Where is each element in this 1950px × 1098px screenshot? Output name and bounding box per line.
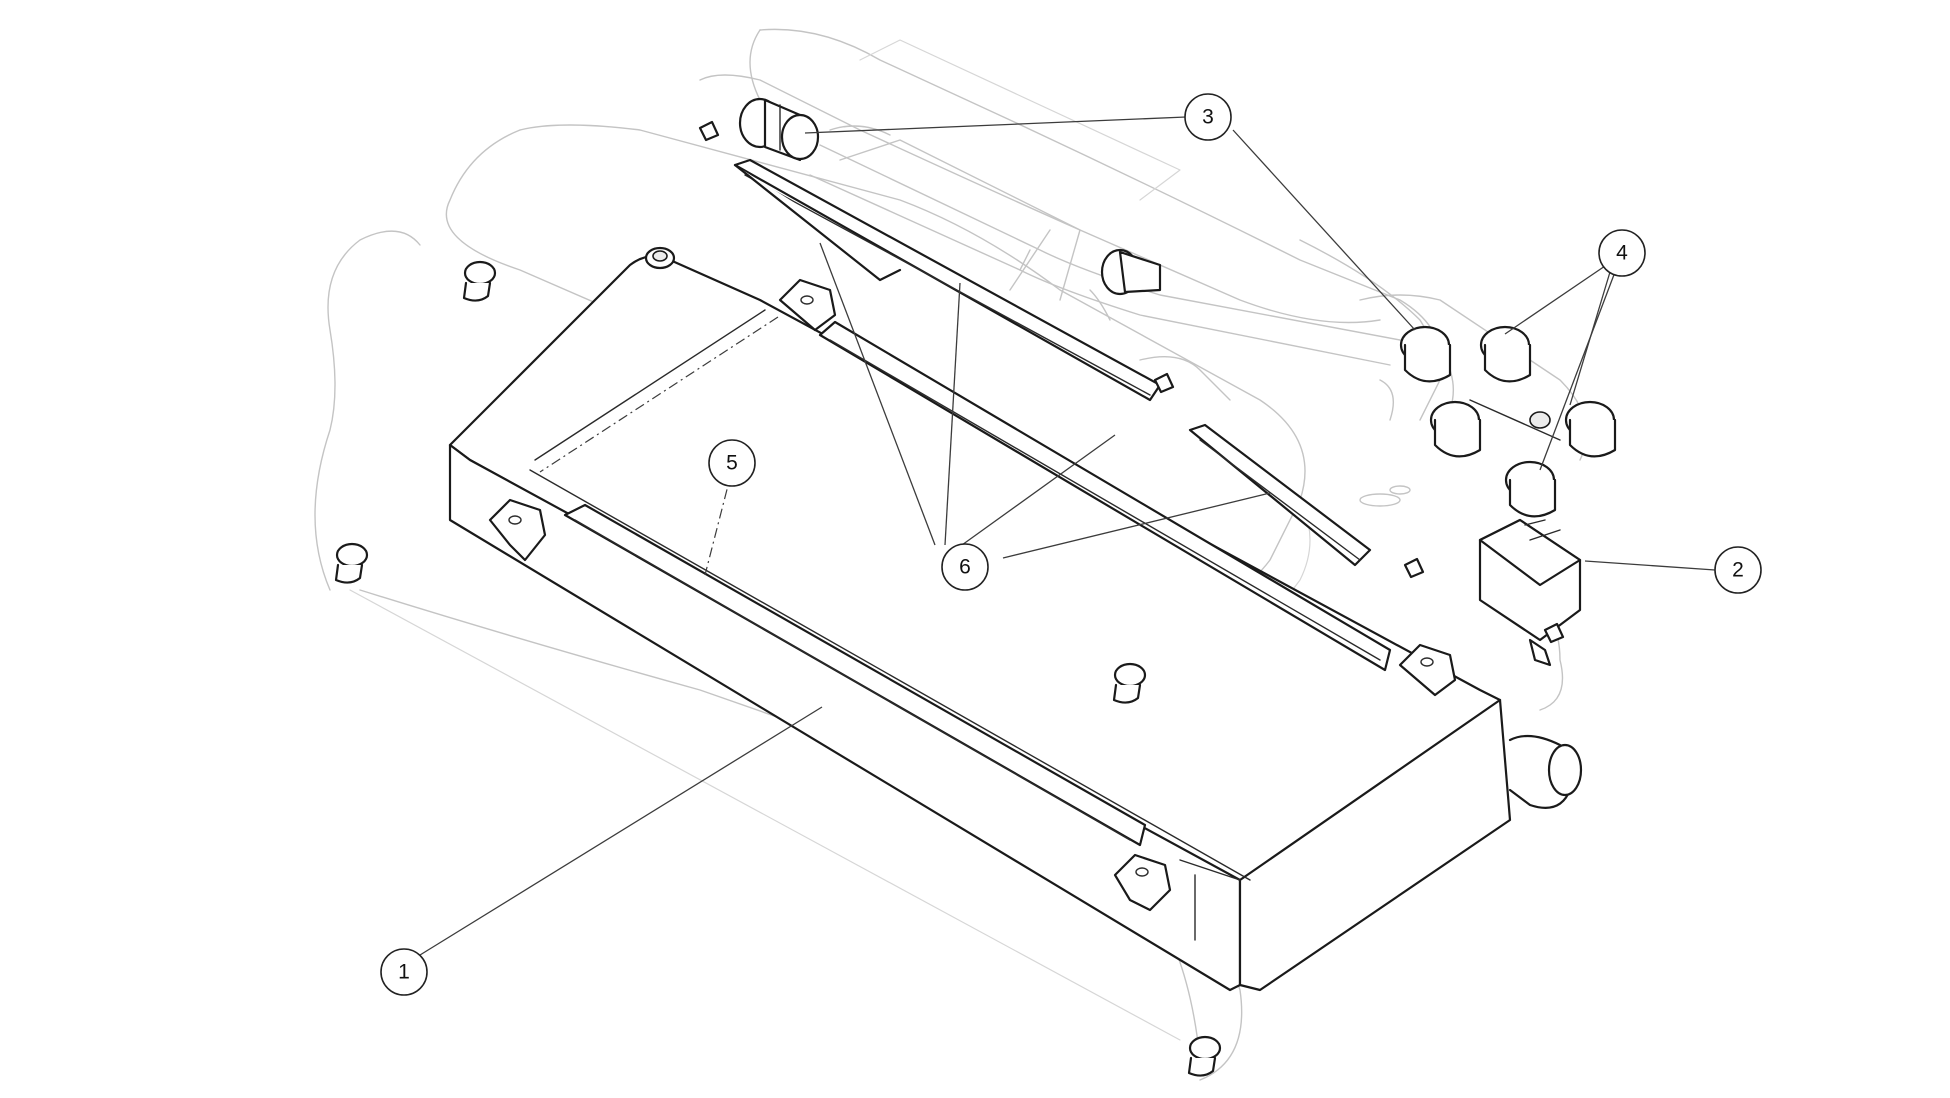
callout-6: 6 xyxy=(941,543,989,591)
leader-lines xyxy=(419,116,1716,956)
callout-3: 3 xyxy=(1184,93,1232,141)
callout-4-label: 4 xyxy=(1616,242,1628,265)
callout-5: 5 xyxy=(708,439,756,487)
callout-2-label: 2 xyxy=(1732,559,1744,582)
callout-2: 2 xyxy=(1714,546,1762,594)
callout-1: 1 xyxy=(380,948,428,996)
callout-4: 4 xyxy=(1598,229,1646,277)
part-5-gasket-strip xyxy=(563,503,1147,847)
part-4-valve-assembly xyxy=(1359,294,1617,518)
callout-5-label: 5 xyxy=(726,452,738,475)
callout-6-label: 6 xyxy=(959,556,971,579)
grommet-a xyxy=(462,260,497,302)
grommet-c xyxy=(1112,662,1147,704)
part-6-seal-strips xyxy=(733,158,1392,672)
callout-1-label: 1 xyxy=(398,961,410,984)
grommet-b xyxy=(334,542,369,584)
part-3-fitting xyxy=(738,97,1162,296)
part-2-pump xyxy=(1478,518,1582,667)
callout-3-label: 3 xyxy=(1202,106,1214,129)
ghost-pipe xyxy=(809,125,1401,366)
fastener-grommets xyxy=(334,120,1565,1077)
grommet-d xyxy=(1187,1035,1222,1077)
